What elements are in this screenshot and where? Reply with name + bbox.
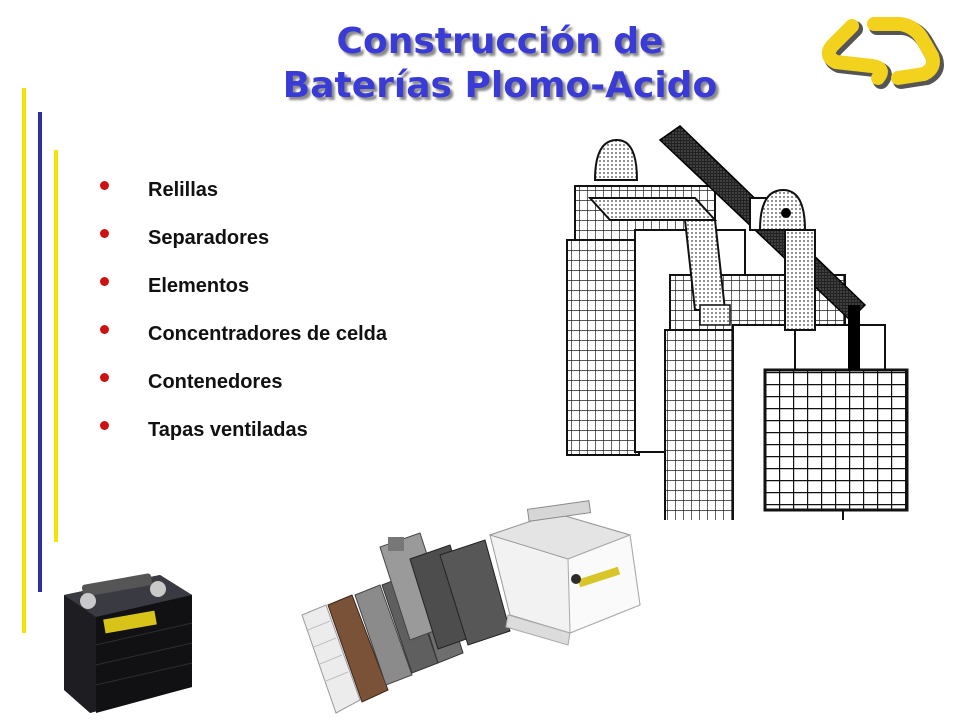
title-line-1: Construcción de (336, 21, 664, 62)
bullet-dot (100, 181, 109, 190)
battery-components-photo (301, 500, 641, 714)
battery-cutaway-diagram (566, 125, 909, 520)
bullet-dot (100, 229, 109, 238)
bullet-dot (100, 421, 109, 430)
bullet-dot (100, 373, 109, 382)
decor-line-yellow-1 (22, 88, 26, 633)
slide-title: Construcción de Baterías Plomo-Acido (180, 20, 820, 108)
logo-icon (821, 17, 944, 89)
decor-line-yellow-2 (54, 150, 58, 542)
bullet-dot (100, 277, 109, 286)
title-line-2: Baterías Plomo-Acido (282, 65, 718, 106)
bullet-dot (100, 325, 109, 334)
battery-photo (64, 573, 193, 713)
decor-line-blue (38, 112, 42, 592)
